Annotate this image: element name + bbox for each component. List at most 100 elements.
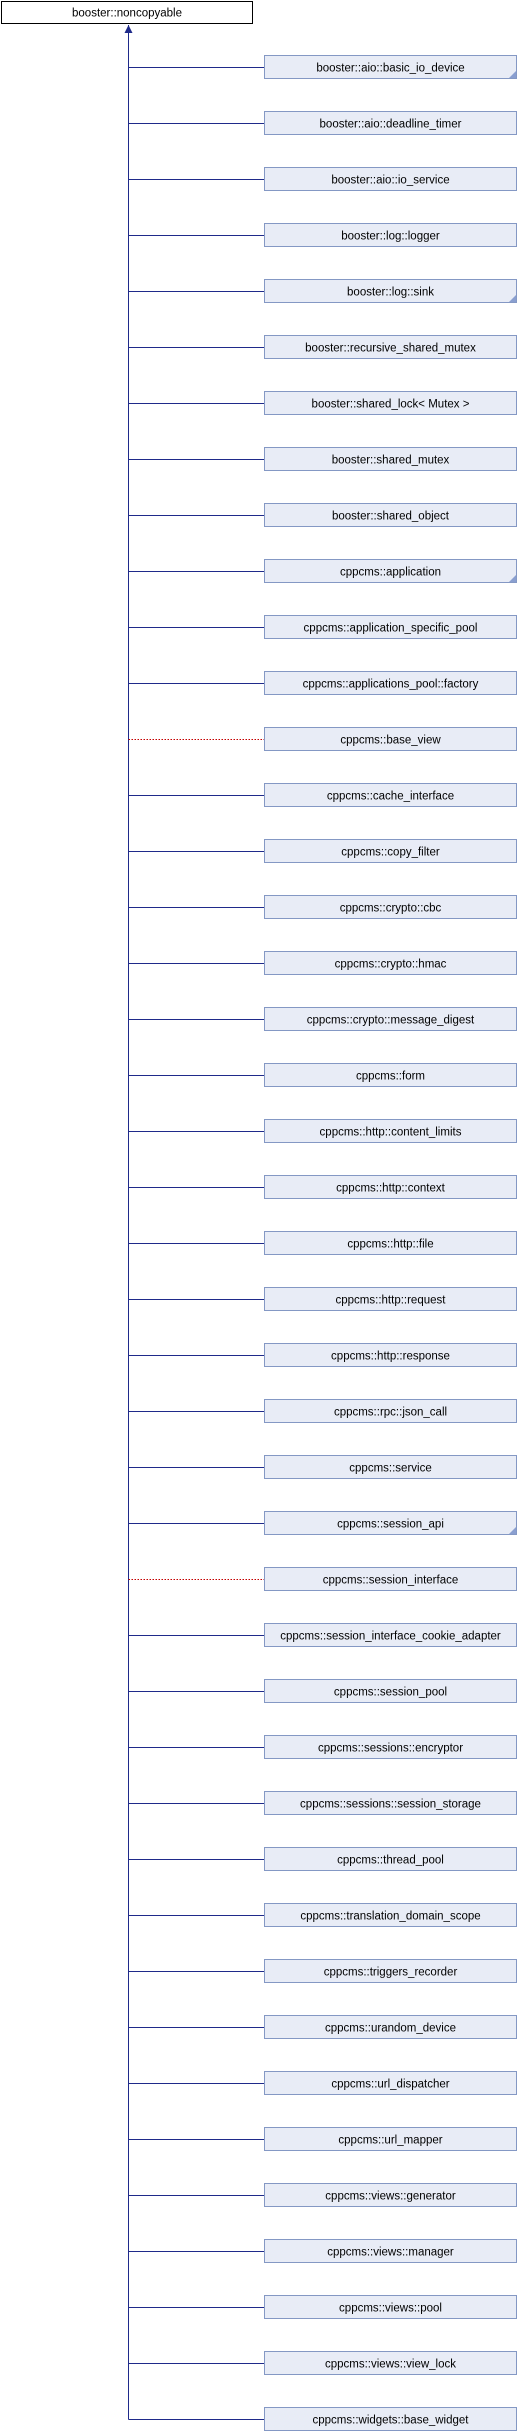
derived-class-node[interactable]: booster::shared_mutex: [264, 447, 517, 471]
derived-class-node[interactable]: cppcms::triggers_recorder: [264, 1959, 517, 1983]
derived-class-label: booster::aio::deadline_timer: [320, 119, 462, 131]
derived-class-box: [264, 503, 517, 527]
derived-class-box: [264, 2239, 517, 2263]
more-subclasses-marker-icon: [509, 575, 516, 582]
derived-class-label: cppcms::application_specific_pool: [304, 623, 478, 635]
derived-class-box: [264, 1231, 517, 1255]
derived-class-box: [264, 1175, 517, 1199]
derived-class-box: [264, 2351, 517, 2375]
derived-class-node[interactable]: booster::aio::io_service: [264, 167, 517, 191]
derived-class-node[interactable]: cppcms::session_interface: [264, 1567, 517, 1591]
derived-class-box: [264, 2015, 517, 2039]
derived-class-node[interactable]: cppcms::views::view_lock: [264, 2351, 517, 2375]
derived-class-label: booster::recursive_shared_mutex: [305, 343, 476, 355]
derived-class-box: [264, 1007, 517, 1031]
derived-class-label: cppcms::translation_domain_scope: [300, 1911, 480, 1923]
derived-class-node[interactable]: cppcms::session_interface_cookie_adapter: [264, 1623, 517, 1647]
root-class-label: booster::noncopyable: [72, 8, 182, 20]
derived-class-node[interactable]: cppcms::http::response: [264, 1343, 517, 1367]
derived-class-node[interactable]: booster::aio::basic_io_device: [264, 55, 517, 79]
derived-class-box: [264, 2183, 517, 2207]
derived-class-box: [264, 727, 517, 751]
derived-class-node[interactable]: booster::recursive_shared_mutex: [264, 335, 517, 359]
derived-class-node[interactable]: cppcms::crypto::cbc: [264, 895, 517, 919]
derived-class-label: cppcms::service: [349, 1463, 431, 1475]
derived-class-label: cppcms::form: [356, 1071, 425, 1083]
derived-class-node[interactable]: cppcms::widgets::base_widget: [264, 2407, 517, 2431]
derived-class-box: [264, 1791, 517, 1815]
derived-class-label: cppcms::widgets::base_widget: [313, 2415, 470, 2427]
derived-class-label: cppcms::http::content_limits: [320, 1127, 462, 1139]
derived-class-node[interactable]: cppcms::http::request: [264, 1287, 517, 1311]
derived-class-node[interactable]: cppcms::applications_pool::factory: [264, 671, 517, 695]
derived-class-node[interactable]: cppcms::base_view: [264, 727, 517, 751]
derived-class-label: cppcms::http::context: [336, 1183, 445, 1195]
derived-class-label: cppcms::crypto::hmac: [335, 959, 447, 971]
derived-class-box: [264, 783, 517, 807]
derived-class-label: cppcms::url_mapper: [338, 2135, 442, 2147]
derived-class-label: cppcms::base_view: [340, 735, 441, 747]
derived-class-label: cppcms::thread_pool: [337, 1855, 444, 1867]
derived-class-node[interactable]: cppcms::views::manager: [264, 2239, 517, 2263]
more-subclasses-marker-icon: [509, 71, 516, 78]
derived-class-node[interactable]: cppcms::http::file: [264, 1231, 517, 1255]
derived-class-node[interactable]: cppcms::http::content_limits: [264, 1119, 517, 1143]
derived-class-node[interactable]: cppcms::sessions::encryptor: [264, 1735, 517, 1759]
derived-class-label: cppcms::sessions::session_storage: [300, 1799, 481, 1811]
derived-class-node[interactable]: cppcms::views::generator: [264, 2183, 517, 2207]
derived-class-box: [264, 559, 517, 583]
derived-class-label: booster::shared_lock< Mutex >: [312, 399, 470, 411]
derived-class-box: [264, 1903, 517, 1927]
derived-class-box: [264, 335, 517, 359]
derived-class-box: [264, 1847, 517, 1871]
derived-class-box: [264, 167, 517, 191]
derived-class-box: [264, 671, 517, 695]
derived-class-label: cppcms::session_interface: [323, 1575, 459, 1587]
derived-class-label: booster::aio::io_service: [331, 175, 449, 187]
derived-class-node[interactable]: booster::log::sink: [264, 279, 517, 303]
derived-class-node[interactable]: booster::shared_object: [264, 503, 517, 527]
derived-class-node[interactable]: cppcms::views::pool: [264, 2295, 517, 2319]
derived-class-node[interactable]: booster::log::logger: [264, 223, 517, 247]
derived-class-box: [264, 1735, 517, 1759]
derived-class-node[interactable]: cppcms::rpc::json_call: [264, 1399, 517, 1423]
derived-class-label: cppcms::copy_filter: [341, 847, 440, 859]
derived-class-node[interactable]: cppcms::form: [264, 1063, 517, 1087]
derived-class-node[interactable]: cppcms::translation_domain_scope: [264, 1903, 517, 1927]
derived-class-node[interactable]: cppcms::url_dispatcher: [264, 2071, 517, 2095]
derived-class-box: [264, 2295, 517, 2319]
derived-class-label: cppcms::views::manager: [327, 2247, 454, 2259]
derived-class-label: cppcms::views::pool: [339, 2303, 442, 2315]
derived-class-label: cppcms::triggers_recorder: [324, 1967, 458, 1979]
derived-class-node[interactable]: cppcms::thread_pool: [264, 1847, 517, 1871]
derived-class-node[interactable]: booster::shared_lock< Mutex >: [264, 391, 517, 415]
derived-class-box: [264, 2127, 517, 2151]
derived-class-node[interactable]: cppcms::crypto::message_digest: [264, 1007, 517, 1031]
derived-class-box: [264, 1679, 517, 1703]
root-class-node[interactable]: booster::noncopyable: [1, 1, 253, 24]
derived-class-box: [264, 1455, 517, 1479]
derived-class-box: [264, 1399, 517, 1423]
derived-class-node[interactable]: cppcms::session_pool: [264, 1679, 517, 1703]
derived-class-label: cppcms::views::generator: [325, 2191, 456, 2203]
derived-class-node[interactable]: cppcms::session_api: [264, 1511, 517, 1535]
derived-class-box: [264, 111, 517, 135]
derived-class-node[interactable]: booster::aio::deadline_timer: [264, 111, 517, 135]
derived-class-node[interactable]: cppcms::urandom_device: [264, 2015, 517, 2039]
derived-class-box: [264, 615, 517, 639]
derived-class-node[interactable]: cppcms::http::context: [264, 1175, 517, 1199]
derived-class-node[interactable]: cppcms::url_mapper: [264, 2127, 517, 2151]
derived-class-node[interactable]: cppcms::application_specific_pool: [264, 615, 517, 639]
derived-class-box: [264, 391, 517, 415]
child-nodes-layer: booster::aio::basic_io_devicebooster::ai…: [264, 55, 517, 2431]
derived-class-node[interactable]: cppcms::crypto::hmac: [264, 951, 517, 975]
more-subclasses-marker-icon: [509, 1527, 516, 1534]
derived-class-box: [264, 895, 517, 919]
derived-class-node[interactable]: cppcms::cache_interface: [264, 783, 517, 807]
derived-class-node[interactable]: cppcms::service: [264, 1455, 517, 1479]
derived-class-box: [264, 1623, 517, 1647]
derived-class-label: booster::log::logger: [341, 231, 440, 243]
derived-class-node[interactable]: cppcms::application: [264, 559, 517, 583]
derived-class-node[interactable]: cppcms::sessions::session_storage: [264, 1791, 517, 1815]
derived-class-node[interactable]: cppcms::copy_filter: [264, 839, 517, 863]
